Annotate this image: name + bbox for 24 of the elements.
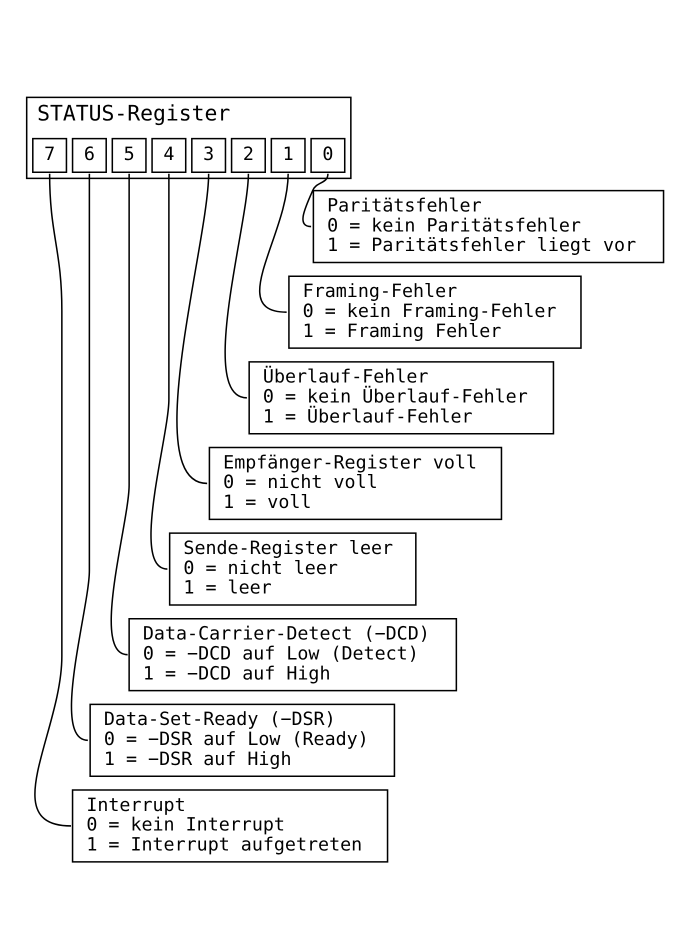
node-box: Data-Carrier-Detect (−DCD) 0 = −DCD auf Low (Detect) 1 = −DCD auf High	[128, 618, 458, 692]
node-box: Sende-Register leer 0 = nicht leer 1 = leer	[168, 532, 417, 606]
node-box: Paritätsfehler 0 = kein Paritätsfehler 1 = Paritätsfehler liegt vor	[312, 190, 664, 264]
node-box: Data-Set-Ready (−DSR) 0 = −DSR auf Low (Ready) 1 = −DSR auf High	[89, 704, 396, 778]
node-box: 6	[72, 138, 107, 174]
connector	[110, 174, 130, 656]
connector	[176, 174, 210, 484]
node-box: 3	[191, 138, 226, 174]
connector	[258, 174, 289, 313]
connector	[70, 174, 90, 742]
node-box: Empfänger-Register voll 0 = nicht voll 1 = voll	[208, 446, 502, 520]
node-box: 7	[32, 138, 68, 174]
node-box: 2	[230, 138, 266, 174]
node-box: 0	[310, 138, 346, 174]
node-box: 1	[270, 138, 306, 174]
connector	[150, 174, 170, 570]
connector	[34, 174, 72, 827]
node-box: 5	[112, 138, 147, 174]
node-box: Überlauf-Fehler 0 = kein Überlauf-Fehler 1 = Überlauf-Fehler	[248, 361, 554, 434]
node-box: 4	[151, 138, 186, 174]
node-box: Interrupt 0 = kein Interrupt 1 = Interrupt aufgetreten	[72, 789, 388, 863]
connector	[224, 174, 250, 399]
node-box: Framing-Fehler 0 = kein Framing-Fehler 1 = Framing Fehler	[288, 275, 582, 349]
connector	[302, 174, 329, 228]
